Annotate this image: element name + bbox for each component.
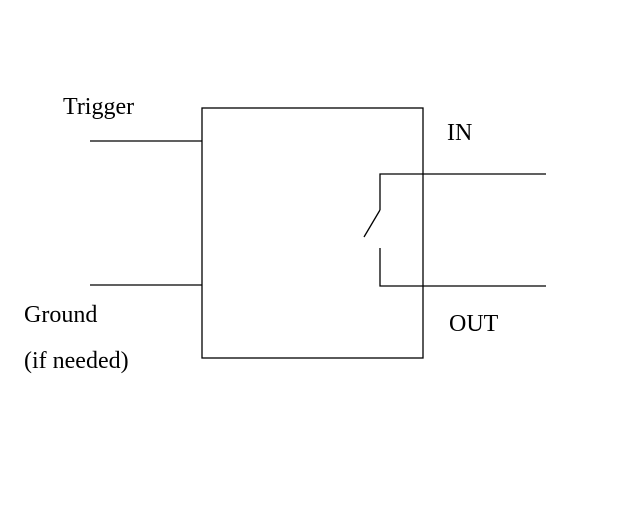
trigger-label: Trigger	[63, 94, 134, 120]
out-label: OUT	[449, 311, 499, 337]
relay-box	[201, 107, 424, 359]
if-needed-label: (if needed)	[24, 348, 129, 374]
switch-blade	[363, 209, 381, 238]
ground-label: Ground	[24, 302, 97, 328]
out-wire	[379, 248, 546, 287]
in-label: IN	[447, 120, 472, 146]
in-wire	[379, 173, 546, 210]
